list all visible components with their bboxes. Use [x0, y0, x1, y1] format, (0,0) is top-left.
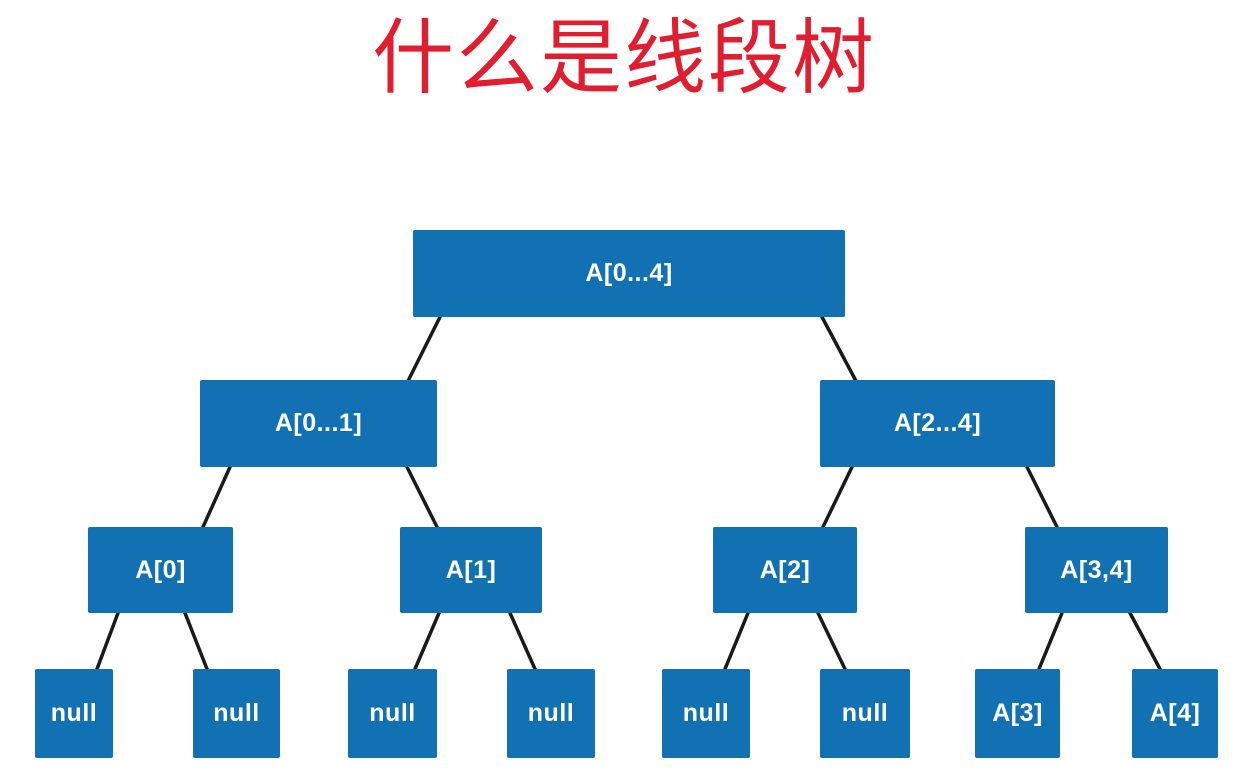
tree-node-label: null	[369, 699, 416, 727]
tree-edge-root-n24	[820, 315, 858, 383]
tree-node-label: null	[841, 699, 889, 727]
tree-node-label: null	[527, 699, 575, 727]
tree-node-label: A[0]	[135, 555, 186, 584]
tree-node-label: A[0...4]	[585, 259, 673, 287]
tree-edge-n1-null4	[508, 611, 537, 671]
tree-edge-n0-null1	[95, 611, 120, 671]
tree-node-a3: A[3]	[975, 669, 1060, 758]
tree-edge-n24-n2	[821, 465, 854, 529]
tree-node-label: null	[50, 699, 98, 727]
tree-node-a4: A[4]	[1132, 669, 1218, 758]
tree-node-n01: A[0...1]	[200, 380, 437, 467]
tree-edge-n34-a4	[1128, 611, 1162, 671]
tree-node-label: null	[213, 699, 260, 727]
tree-edge-n0-null2	[183, 611, 209, 671]
tree-node-label: A[1]	[445, 555, 497, 584]
slide-title: 什么是线段树	[371, 13, 876, 104]
tree-node-null5: null	[662, 669, 750, 758]
tree-node-n2: A[2]	[713, 527, 857, 613]
tree-node-label: A[3]	[992, 699, 1043, 727]
tree-edge-n2-null5	[723, 611, 750, 671]
tree-edge-n2-null6	[816, 611, 847, 671]
tree-edge-n1-null3	[413, 611, 441, 671]
tree-node-null2: null	[193, 669, 280, 758]
tree-node-root: A[0...4]	[413, 230, 845, 317]
tree-node-null1: null	[35, 669, 113, 758]
tree-edge-n34-a3	[1037, 611, 1064, 671]
tree-edge-n01-n0	[201, 465, 232, 529]
tree-node-label: A[2...4]	[893, 409, 982, 437]
tree-node-label: A[4]	[1149, 699, 1201, 727]
tree-edge-n01-n1	[405, 465, 439, 529]
tree-node-n24: A[2...4]	[820, 380, 1055, 467]
tree-node-label: A[0...1]	[274, 409, 363, 437]
tree-node-n34: A[3,4]	[1025, 527, 1168, 613]
tree-node-null3: null	[348, 669, 437, 758]
tree-node-null6: null	[820, 669, 910, 758]
tree-node-n1: A[1]	[400, 527, 542, 613]
tree-edge-root-n01	[406, 315, 442, 383]
tree-node-label: A[3,4]	[1060, 555, 1133, 584]
tree-node-null4: null	[507, 669, 595, 758]
tree-node-label: null	[682, 699, 730, 727]
tree-node-label: A[2]	[759, 555, 811, 584]
tree-edge-n24-n34	[1025, 465, 1059, 529]
tree-node-n0: A[0]	[88, 527, 233, 613]
